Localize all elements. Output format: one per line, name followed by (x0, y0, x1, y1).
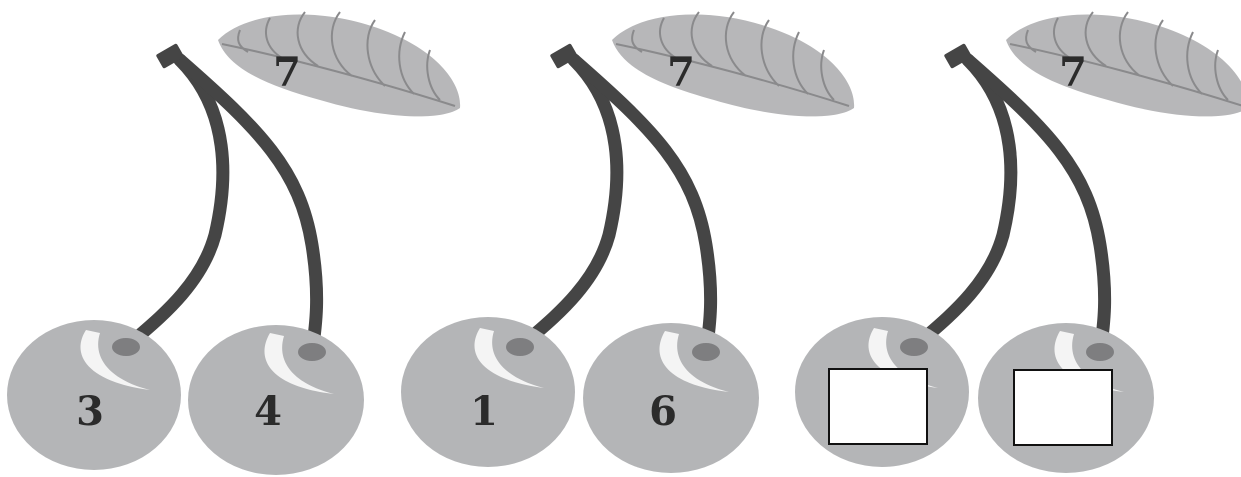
leaf (1006, 11, 1241, 117)
cherry-highlight (1054, 331, 1124, 392)
leaf-total-number: 7 (273, 49, 301, 96)
cherry-right (583, 323, 759, 473)
stem-socket (506, 338, 534, 356)
stem-socket (112, 338, 140, 356)
cherry-highlight (80, 330, 150, 390)
answer-box-right[interactable] (1013, 369, 1113, 446)
stem-left (906, 53, 1018, 355)
answer-box-left[interactable] (828, 368, 928, 445)
stem-right (961, 53, 1112, 359)
leaf (612, 11, 855, 117)
cherry-highlight (474, 328, 544, 388)
cherry-left (401, 317, 575, 467)
cherry-bond-1 (7, 11, 461, 475)
cherry-highlight (868, 328, 938, 388)
stem-socket (298, 343, 326, 361)
cherry-details (80, 328, 1124, 394)
cherry-left (7, 320, 181, 470)
stem-right (173, 53, 324, 359)
leaf-total-number: 7 (1059, 49, 1087, 96)
leaf-total-number: 7 (667, 49, 695, 96)
stem-socket (692, 343, 720, 361)
stem-socket (900, 338, 928, 356)
stem-left (118, 53, 230, 355)
cherry-right-number: 6 (649, 388, 677, 435)
cherry-left-number: 1 (470, 388, 498, 435)
stem-joint (550, 43, 578, 69)
stem-joint (944, 43, 972, 69)
cherry-highlight (659, 331, 729, 392)
stem-right (567, 53, 718, 359)
stem-socket (1086, 343, 1114, 361)
stem-joint (156, 43, 184, 69)
cherry-right-number: 4 (254, 388, 282, 435)
cherry-highlight (264, 333, 334, 394)
leaf (218, 11, 461, 117)
stem-left (512, 53, 624, 355)
cherry-left-number: 3 (76, 388, 104, 435)
cherry-right (188, 325, 364, 475)
cherry-bond-2 (401, 11, 855, 473)
